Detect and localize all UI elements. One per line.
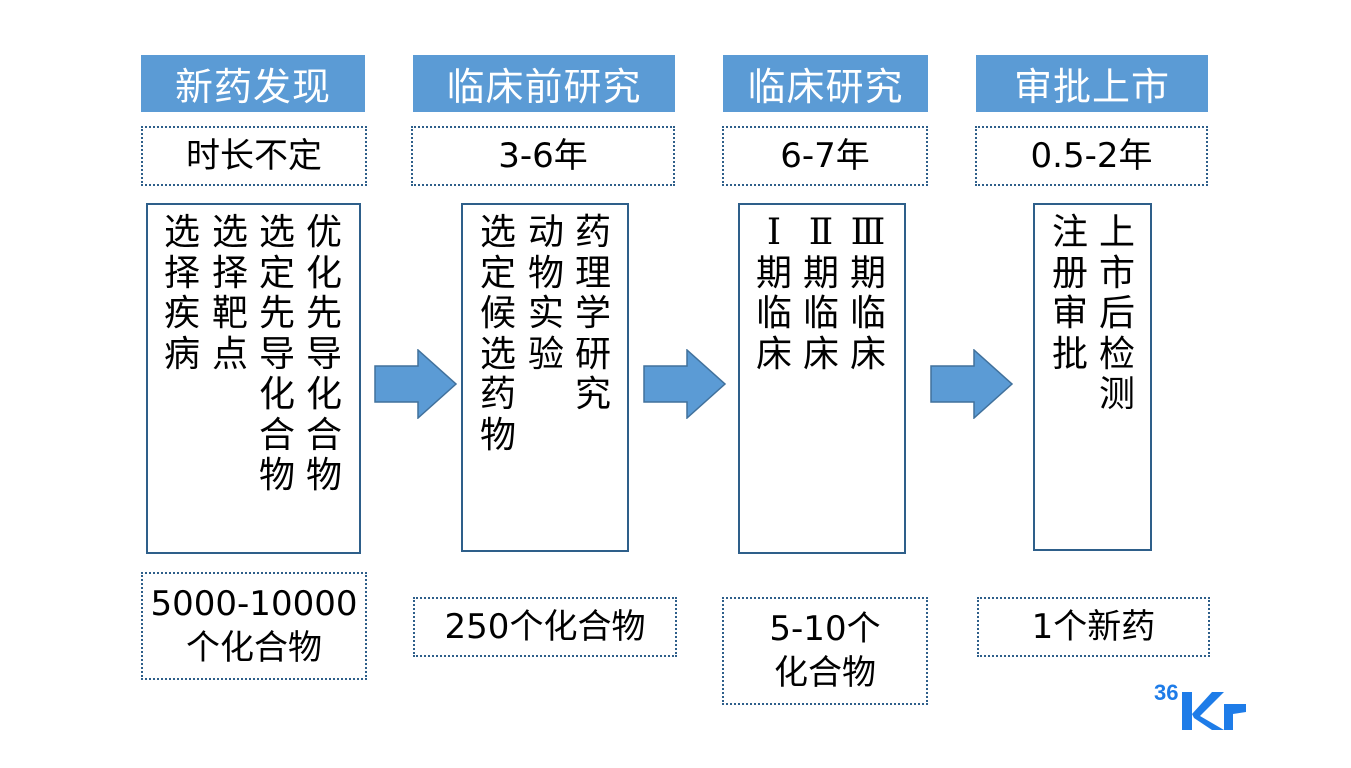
stage-3-title: 临床研究 (723, 55, 928, 112)
stage-2-duration: 3-6年 (411, 126, 675, 186)
stage-1-activity: 选择疾病 (163, 212, 200, 375)
stage-1-output: 5000-10000 个化合物 (141, 572, 367, 680)
stage-4-activity: 注册审批 (1051, 212, 1088, 375)
stage-3-activity: Ⅱ期临床 (802, 212, 839, 375)
stage-4-output: 1个新药 (977, 597, 1210, 657)
stage-3-duration: 6-7年 (722, 126, 928, 186)
stage-3-activity: Ⅲ期临床 (849, 212, 886, 375)
36kr-logo: 36 (1154, 680, 1246, 730)
stage-4-activity: 上市后检测 (1098, 212, 1135, 415)
stage-1-duration: 时长不定 (141, 126, 367, 186)
stage-2-activity: 选定候选药物 (479, 212, 516, 456)
stage-2-activity: 动物实验 (527, 212, 564, 375)
stage-1-title: 新药发现 (141, 55, 365, 112)
right-arrow-icon (643, 349, 727, 419)
stage-3-activity: Ⅰ期临床 (755, 212, 792, 375)
stage-4-activities-panel: 上市后检测 注册审批 (1033, 203, 1152, 551)
right-arrow-icon (930, 349, 1014, 419)
stage-1-activity: 优化先导化合物 (305, 212, 342, 496)
stage-3-activities-panel: Ⅲ期临床 Ⅱ期临床 Ⅰ期临床 (738, 203, 906, 554)
stage-2-title: 临床前研究 (413, 55, 675, 112)
stage-4-duration: 0.5-2年 (975, 126, 1208, 186)
stage-3-output: 5-10个 化合物 (722, 597, 928, 705)
stage-2-activity: 药理学研究 (574, 212, 611, 415)
stage-4-title: 审批上市 (976, 55, 1208, 112)
stage-1-activities-panel: 优化先导化合物 选定先导化合物 选择靶点 选择疾病 (146, 203, 361, 554)
stage-2-output: 250个化合物 (413, 597, 677, 657)
stage-1-activity: 选择靶点 (211, 212, 248, 375)
stage-2-activities-panel: 药理学研究 动物实验 选定候选药物 (461, 203, 629, 552)
right-arrow-icon (374, 349, 458, 419)
stage-1-activity: 选定先导化合物 (258, 212, 295, 496)
svg-text:36: 36 (1154, 680, 1178, 705)
